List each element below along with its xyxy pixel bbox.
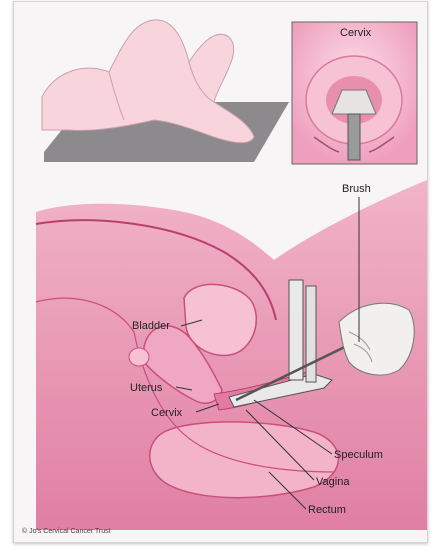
- label-uterus: Uterus: [130, 382, 163, 394]
- rectum: [150, 422, 339, 498]
- ovary: [129, 348, 149, 366]
- credit-text: © Jo's Cervical Cancer Trust: [22, 527, 111, 535]
- inset-brush-handle: [348, 114, 360, 160]
- label-bladder: Bladder: [132, 320, 170, 332]
- cervical-screening-diagram: Cervix Brush Bladder Uterus Cervix Specu…: [14, 2, 427, 542]
- pelvic-cross-section: [36, 180, 427, 530]
- label-cervix: Cervix: [151, 407, 183, 419]
- speculum-handle: [289, 280, 303, 380]
- label-rectum: Rectum: [308, 504, 346, 516]
- patient-on-table: [42, 20, 289, 162]
- cervix-inset: Cervix: [292, 22, 417, 164]
- speculum-handle-2: [306, 286, 316, 382]
- illustration-frame: Cervix Brush Bladder Uterus Cervix Specu…: [13, 1, 428, 543]
- label-cervix-inset: Cervix: [340, 27, 372, 39]
- label-speculum: Speculum: [334, 449, 383, 461]
- label-vagina: Vagina: [316, 476, 350, 488]
- label-brush: Brush: [342, 183, 371, 195]
